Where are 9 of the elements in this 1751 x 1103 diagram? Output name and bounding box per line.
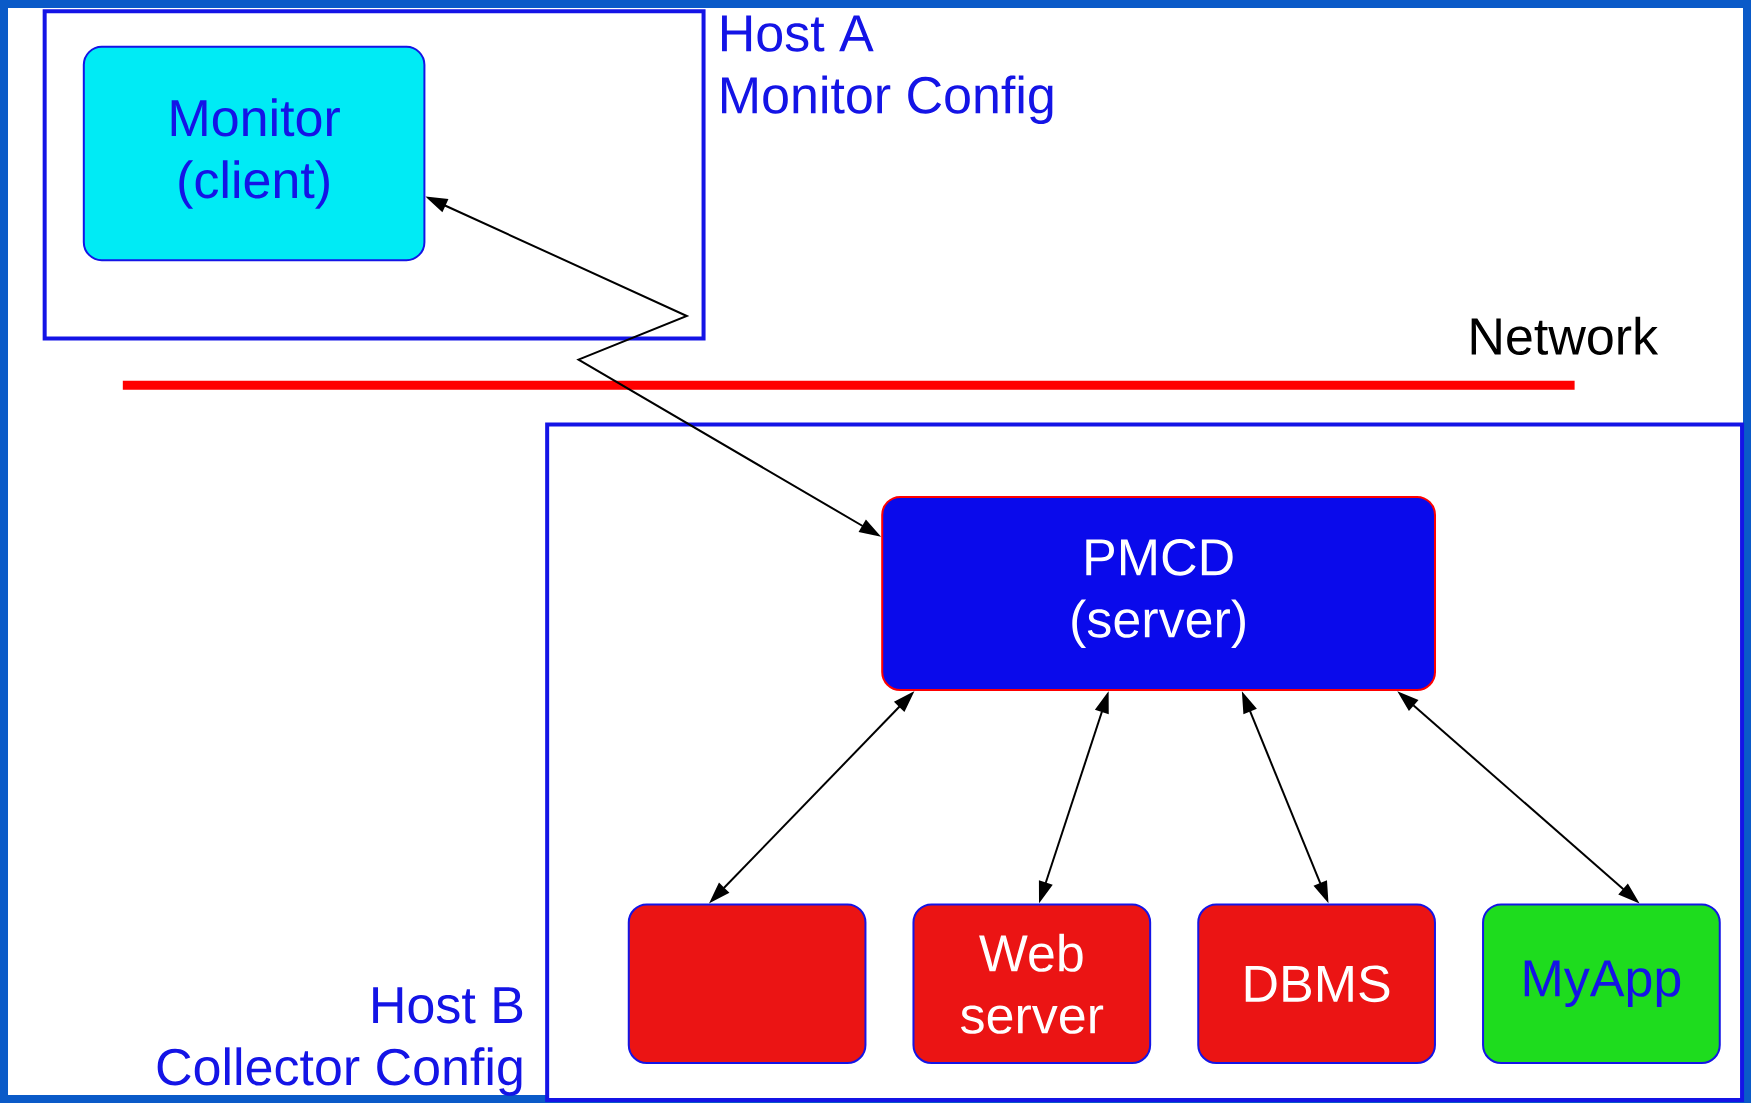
process-box <box>627 903 867 1065</box>
process-box: Web server <box>912 903 1152 1065</box>
host-label: Host B Collector Config <box>157 987 523 1096</box>
process-box: Monitor (client) <box>82 45 426 262</box>
process-box: DBMS <box>1197 903 1436 1065</box>
host-label: Host A Monitor Config <box>722 15 1053 124</box>
process-box: MyApp <box>1482 903 1721 1065</box>
server-box: PMCD (server) <box>881 495 1436 692</box>
network-label: Network <box>1471 316 1659 355</box>
